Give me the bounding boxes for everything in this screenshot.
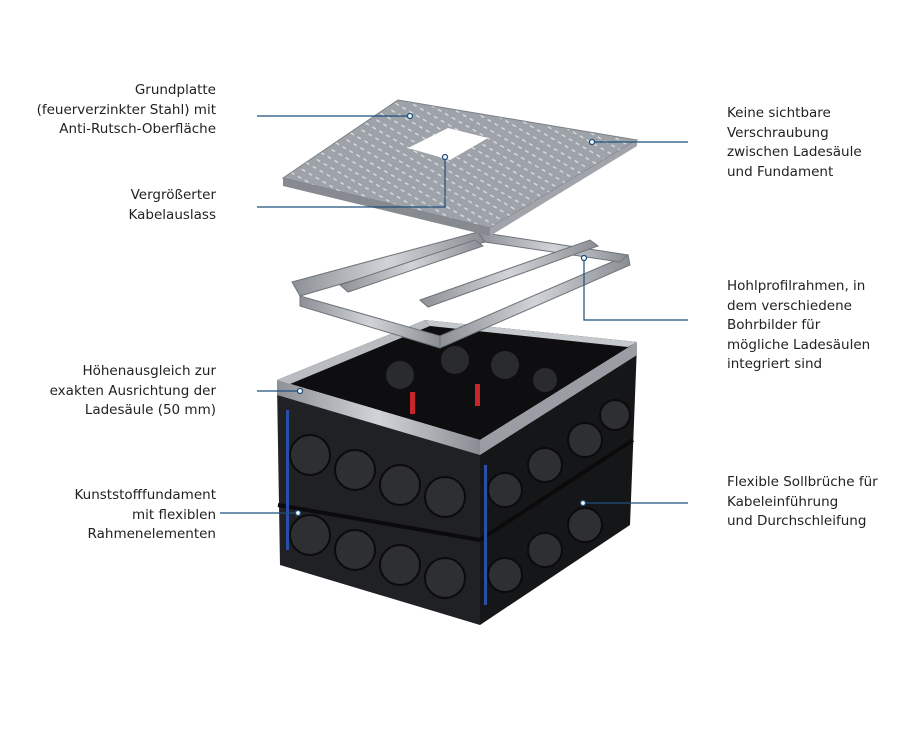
hollow-profile-frame	[291, 231, 631, 349]
ground-plate	[281, 99, 639, 236]
leader-lines	[220, 115, 688, 514]
label-line: Hohlprofilrahmen, in	[727, 278, 866, 294]
label-line: exakten Ausrichtung der	[49, 382, 216, 399]
label-line: Flexible Sollbrüche für	[727, 474, 878, 490]
label-line: Verschraubung	[727, 124, 829, 141]
label-line: zwischen Ladesäule	[727, 144, 862, 160]
label-line: Kunststofffundament	[74, 487, 216, 503]
label-line: und Durchschleifung	[727, 513, 867, 529]
label-line: Rahmenelementen	[87, 526, 216, 542]
label-line: mit flexiblen	[132, 506, 216, 523]
label-line: Keine sichtbare	[727, 105, 831, 121]
label-cable-outlet: Vergrößerter Kabelauslass	[129, 186, 216, 225]
leader-dots	[294, 112, 596, 517]
label-line: Vergrößerter	[130, 187, 216, 203]
label-line: integriert sind	[727, 356, 823, 372]
label-hollow-profile-frame: Hohlprofilrahmen, in dem verschiedene Bo…	[727, 277, 870, 375]
label-break-points: Flexible Sollbrüche für Kabeleinführung …	[727, 473, 878, 532]
label-line: (feuerverzinkter Stahl) mit	[36, 101, 216, 118]
label-line: Ladesäule (50 mm)	[84, 402, 216, 418]
height-adjustment-rim	[277, 320, 637, 455]
label-no-visible-screws: Keine sichtbare Verschraubung zwischen L…	[727, 104, 862, 182]
plastic-foundation	[277, 345, 637, 625]
label-line: mögliche Ladesäulen	[727, 336, 871, 353]
label-line: Anti-Rutsch-Oberfläche	[59, 121, 216, 137]
label-plastic-foundation: Kunststofffundament mit flexiblen Rahmen…	[74, 486, 216, 545]
label-line: und Fundament	[727, 163, 834, 180]
label-ground-plate: Grundplatte (feuerverzinkter Stahl) mit …	[37, 81, 216, 140]
label-line: Kabelauslass	[128, 206, 216, 223]
label-line: Bohrbilder für	[727, 317, 821, 333]
label-line: Grundplatte	[134, 82, 216, 98]
label-line: Höhenausgleich zur	[82, 363, 216, 379]
label-line: dem verschiedene	[727, 297, 852, 314]
label-line: Kabeleinführung	[727, 493, 839, 510]
label-height-adjustment: Höhenausgleich zur exakten Ausrichtung d…	[50, 362, 216, 421]
